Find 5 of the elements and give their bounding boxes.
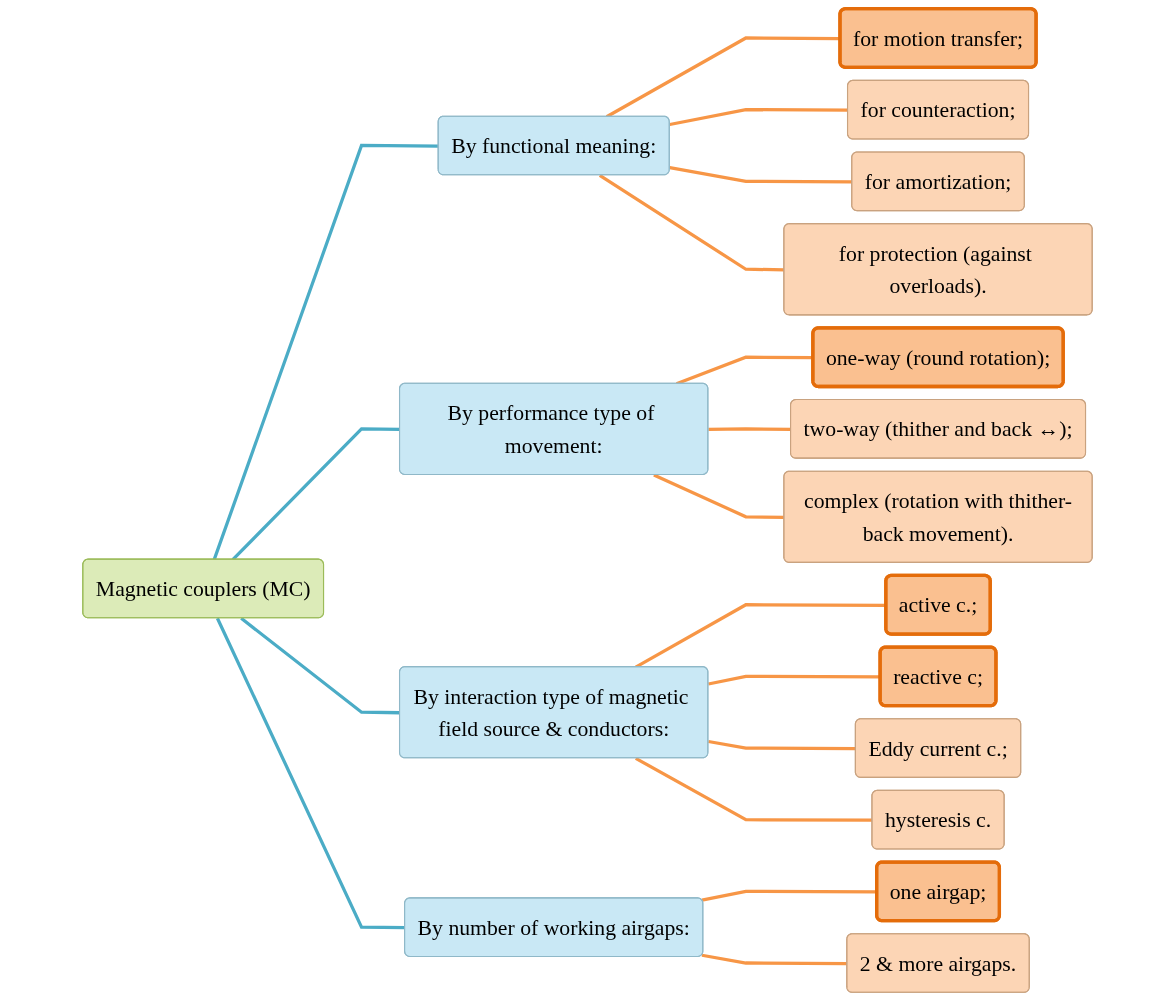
connector (212, 143, 439, 561)
connector (708, 739, 856, 751)
connector (605, 36, 841, 119)
connector (634, 603, 887, 669)
connector (675, 355, 814, 386)
